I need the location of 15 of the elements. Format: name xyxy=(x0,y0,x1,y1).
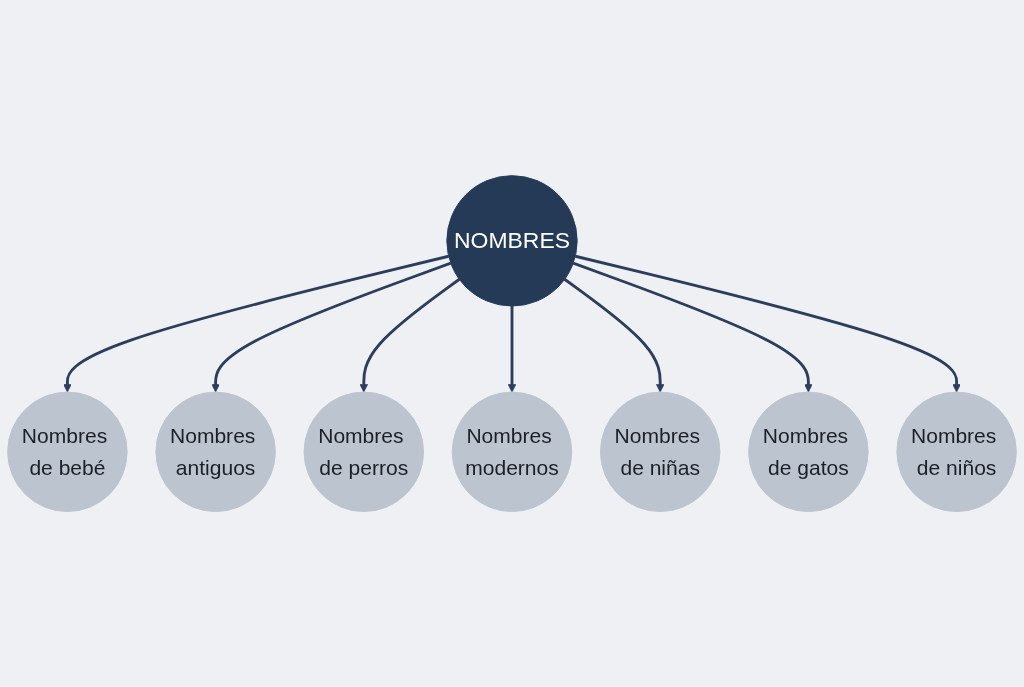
node-circle: Nombres antiguos xyxy=(155,391,276,512)
arrow xyxy=(572,261,813,393)
node-circle: Nombres modernos xyxy=(451,391,573,512)
arrow xyxy=(63,254,449,393)
node-circle: Nombres de bebé xyxy=(7,391,128,512)
arrow xyxy=(507,305,517,393)
node-circle: Nombres de perros xyxy=(303,391,425,512)
arrow xyxy=(563,278,665,393)
arrow xyxy=(359,278,461,393)
node-circle: Nombres de niñas xyxy=(599,391,721,512)
arrow xyxy=(575,254,961,393)
node-circle: Nombres de gatos xyxy=(748,391,869,512)
node-circle: Nombres de niños xyxy=(896,391,1017,512)
arrow xyxy=(211,261,452,393)
node-circle: NOMBRES xyxy=(446,175,578,307)
